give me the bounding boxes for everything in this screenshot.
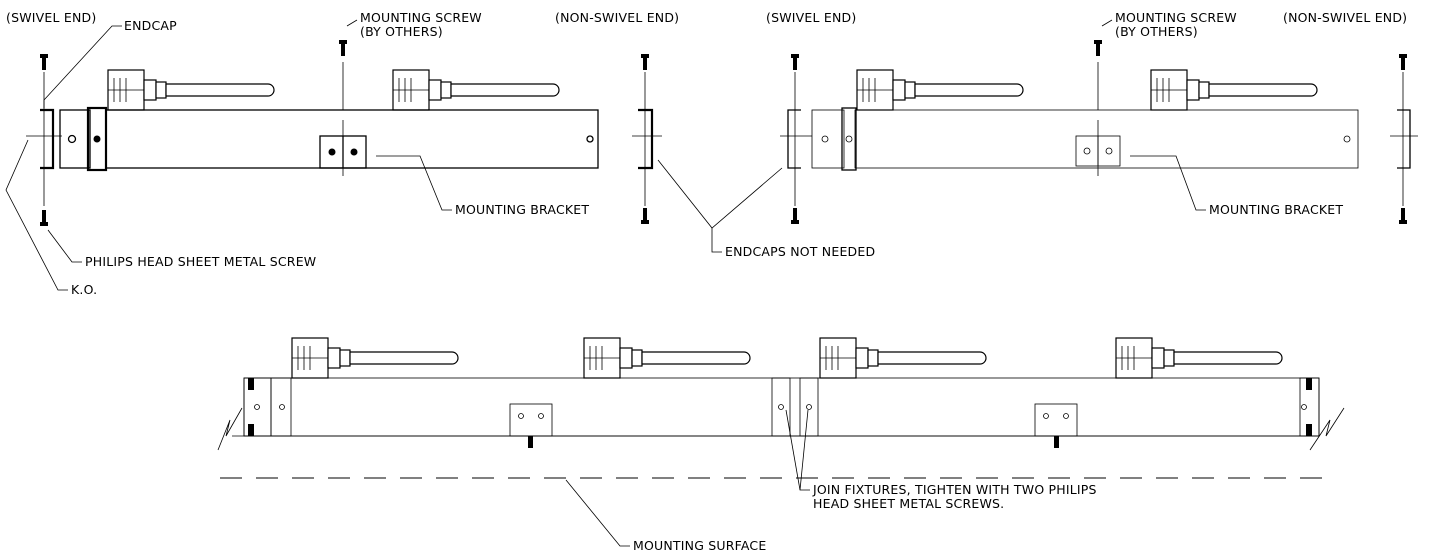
lamp-socket-1 bbox=[107, 69, 275, 111]
join-fixtures-label-2: HEAD SHEET METAL SCREWS. bbox=[813, 496, 1004, 511]
mounting-bracket-label-1: MOUNTING BRACKET bbox=[455, 202, 589, 217]
endcaps-not-needed-label: ENDCAPS NOT NEEDED bbox=[725, 244, 875, 259]
mounting-screw-label-2: MOUNTING SCREW bbox=[1115, 10, 1237, 25]
non-swivel-endcap-1 bbox=[632, 54, 662, 224]
ko-hole bbox=[586, 135, 594, 143]
swivel-end-label-1: (SWIVEL END) bbox=[6, 10, 96, 25]
by-others-label-2: (BY OTHERS) bbox=[1115, 24, 1198, 39]
mounting-surface bbox=[217, 407, 1345, 479]
non-swivel-end-label-1: (NON-SWIVEL END) bbox=[555, 10, 679, 25]
endcap bbox=[40, 108, 55, 170]
top-left-assembly bbox=[5, 19, 599, 291]
ko-label: K.O. bbox=[71, 282, 97, 297]
endcap-label: ENDCAP bbox=[124, 18, 177, 33]
non-swivel-end-label-2: (NON-SWIVEL END) bbox=[1283, 10, 1407, 25]
swivel-end-label-2: (SWIVEL END) bbox=[766, 10, 856, 25]
by-others-label-1: (BY OTHERS) bbox=[360, 24, 443, 39]
mounting-bracket-label-2: MOUNTING BRACKET bbox=[1209, 202, 1343, 217]
mounting-screw-label-1: MOUNTING SCREW bbox=[360, 10, 482, 25]
lamp-socket-2 bbox=[392, 69, 560, 111]
fixture-body bbox=[105, 109, 599, 169]
philips-screw-label: PHILIPS HEAD SHEET METAL SCREW bbox=[85, 254, 316, 269]
join-fixtures-label-1: JOIN FIXTURES, TIGHTEN WITH TWO PHILIPS bbox=[812, 482, 1097, 497]
bottom-joined-assembly bbox=[243, 337, 1320, 448]
screw-top bbox=[40, 54, 48, 70]
mounting-screw-icon bbox=[339, 40, 347, 56]
philips-screw-icon bbox=[40, 210, 48, 226]
top-right-assembly bbox=[780, 19, 1359, 224]
non-swivel-endcap-2 bbox=[1390, 54, 1418, 224]
mounting-surface-label: MOUNTING SURFACE bbox=[633, 538, 766, 553]
